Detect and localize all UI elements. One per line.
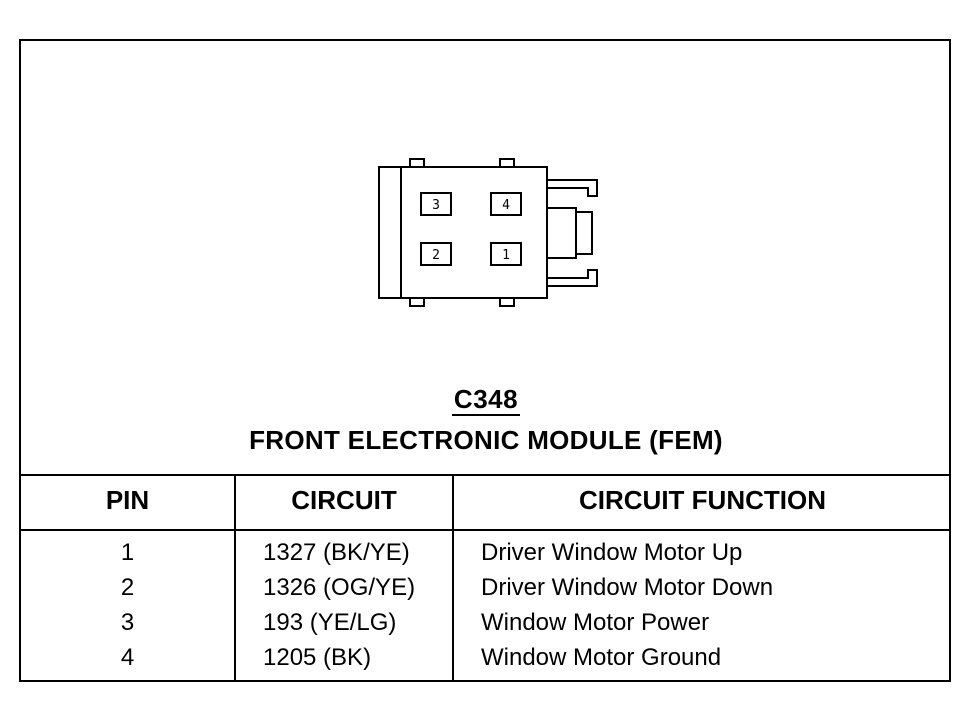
pin-label-1: 1 [502, 248, 510, 263]
row-3-circuit: 193 (YE/LG) [263, 609, 397, 636]
connector-latch-body [547, 207, 577, 259]
diagram-frame [19, 39, 951, 682]
header-pin: PIN [105, 485, 150, 515]
connector-body [378, 166, 548, 299]
row-4-pin: 4 [120, 644, 135, 671]
connector-latch-button [576, 211, 593, 255]
row-3-function: Window Motor Power [481, 609, 710, 636]
connector-tab [499, 158, 515, 168]
table-top-rule [20, 474, 951, 476]
row-1-pin: 1 [120, 539, 135, 566]
connector-latch-lower [547, 269, 598, 287]
row-2-pin: 2 [120, 574, 135, 601]
pin-cavity-3 [420, 192, 452, 216]
pin-cavity-4 [490, 192, 522, 216]
pin-cavity-2 [420, 242, 452, 266]
row-2-circuit: 1326 (OG/YE) [263, 574, 416, 601]
header-circuit-function: CIRCUIT FUNCTION [579, 485, 826, 515]
pin-label-2: 2 [432, 248, 440, 263]
header-circuit: CIRCUIT [291, 485, 397, 515]
row-2-function: Driver Window Motor Down [481, 574, 774, 601]
row-1-function: Driver Window Motor Up [481, 539, 743, 566]
module-name: FRONT ELECTRONIC MODULE (FEM) [249, 425, 723, 455]
pin-label-3: 3 [432, 198, 440, 213]
pin-label-4: 4 [502, 198, 510, 213]
connector-tab [409, 297, 425, 307]
row-3-pin: 3 [120, 609, 135, 636]
row-4-function: Window Motor Ground [481, 644, 722, 671]
connector-tab [409, 158, 425, 168]
table-header-rule [20, 529, 951, 531]
connector-id: C348 [451, 384, 521, 416]
row-4-circuit: 1205 (BK) [263, 644, 372, 671]
pin-cavity-1 [490, 242, 522, 266]
connector-tab [499, 297, 515, 307]
connector-latch-upper [547, 179, 598, 197]
table-column-divider [452, 474, 454, 682]
row-1-circuit: 1327 (BK/YE) [263, 539, 410, 566]
table-column-divider [234, 474, 236, 682]
